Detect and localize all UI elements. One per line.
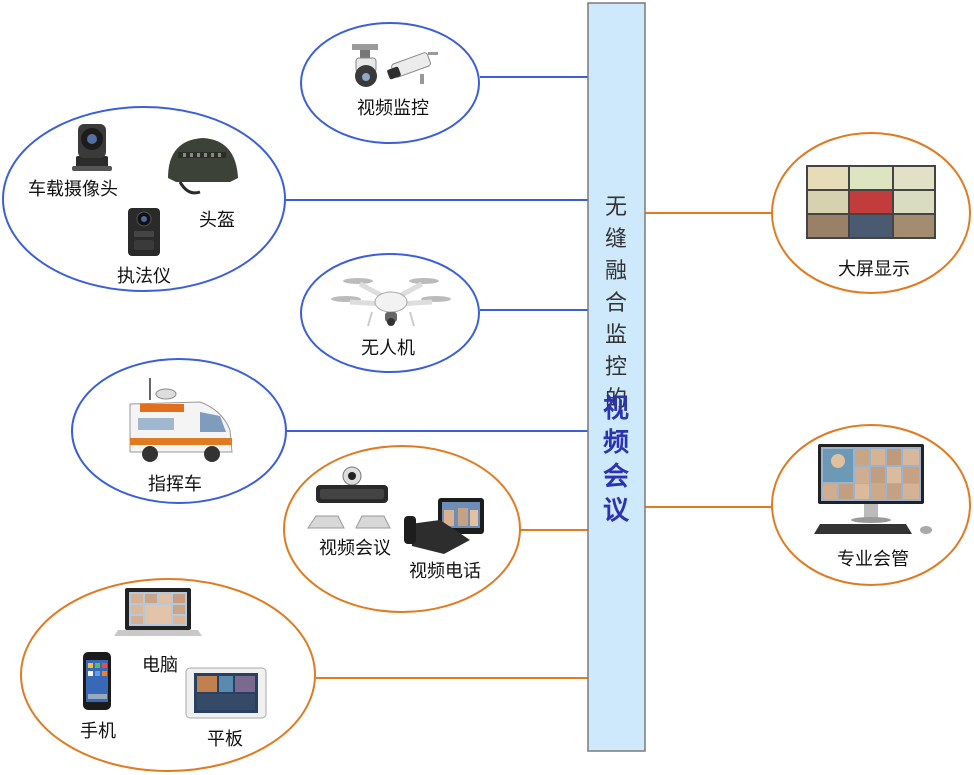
bar-char: 控 bbox=[604, 355, 627, 380]
conference-mic-icon bbox=[307, 515, 391, 529]
video-phone-icon bbox=[404, 498, 484, 554]
connector-lines bbox=[285, 76, 772, 679]
video-wall-icon bbox=[806, 165, 936, 239]
central-bar-caption: 无 缝 融 合 监 控 的 bbox=[587, 197, 645, 421]
node-terminals bbox=[20, 578, 316, 772]
node-video-conference bbox=[283, 445, 521, 613]
label-video-conference: 视频会议 bbox=[319, 538, 391, 559]
label-computer: 电脑 bbox=[142, 655, 178, 676]
bar-char: 无 bbox=[604, 195, 627, 220]
conference-camera-icon bbox=[316, 466, 388, 503]
bar-char: 合 bbox=[604, 291, 627, 316]
smartphone-icon bbox=[83, 652, 111, 710]
label-big-screen: 大屏显示 bbox=[838, 259, 910, 280]
label-vehicle-camera: 车载摄像头 bbox=[28, 179, 118, 200]
drone-icon bbox=[331, 278, 451, 327]
label-video-phone: 视频电话 bbox=[409, 561, 481, 582]
label-law-recorder: 执法仪 bbox=[117, 266, 171, 287]
bar-char: 监 bbox=[604, 323, 627, 348]
bullet-camera-icon bbox=[387, 52, 438, 84]
label-video-surveillance: 视频监控 bbox=[357, 98, 429, 119]
node-video-surveillance bbox=[300, 22, 480, 144]
label-helmet: 头盔 bbox=[199, 210, 235, 231]
bar-title-char: 议 bbox=[602, 496, 629, 526]
central-bar-title: 视 频 会 议 bbox=[587, 396, 645, 532]
bar-title-char: 会 bbox=[602, 462, 629, 492]
bar-title-char: 视 bbox=[602, 394, 629, 424]
label-drone: 无人机 bbox=[361, 338, 415, 359]
law-recorder-icon bbox=[128, 208, 160, 256]
central-bar bbox=[587, 2, 646, 752]
label-phone: 手机 bbox=[80, 721, 116, 742]
bar-char: 缝 bbox=[604, 227, 627, 252]
ptz-camera-icon bbox=[352, 44, 378, 87]
bar-title-char: 频 bbox=[602, 428, 629, 458]
command-vehicle-icon bbox=[129, 378, 233, 462]
helmet-icon bbox=[168, 138, 238, 195]
laptop-icon bbox=[114, 588, 202, 636]
label-command-vehicle: 指挥车 bbox=[148, 474, 202, 495]
tablet-icon bbox=[185, 667, 267, 719]
bar-char: 融 bbox=[604, 259, 627, 284]
label-tablet: 平板 bbox=[207, 729, 243, 750]
label-conference-mgmt: 专业会管 bbox=[837, 549, 909, 570]
desktop-monitor-icon bbox=[814, 444, 932, 534]
vehicle-camera-icon bbox=[72, 124, 112, 171]
bar-char: 的 bbox=[604, 387, 627, 412]
